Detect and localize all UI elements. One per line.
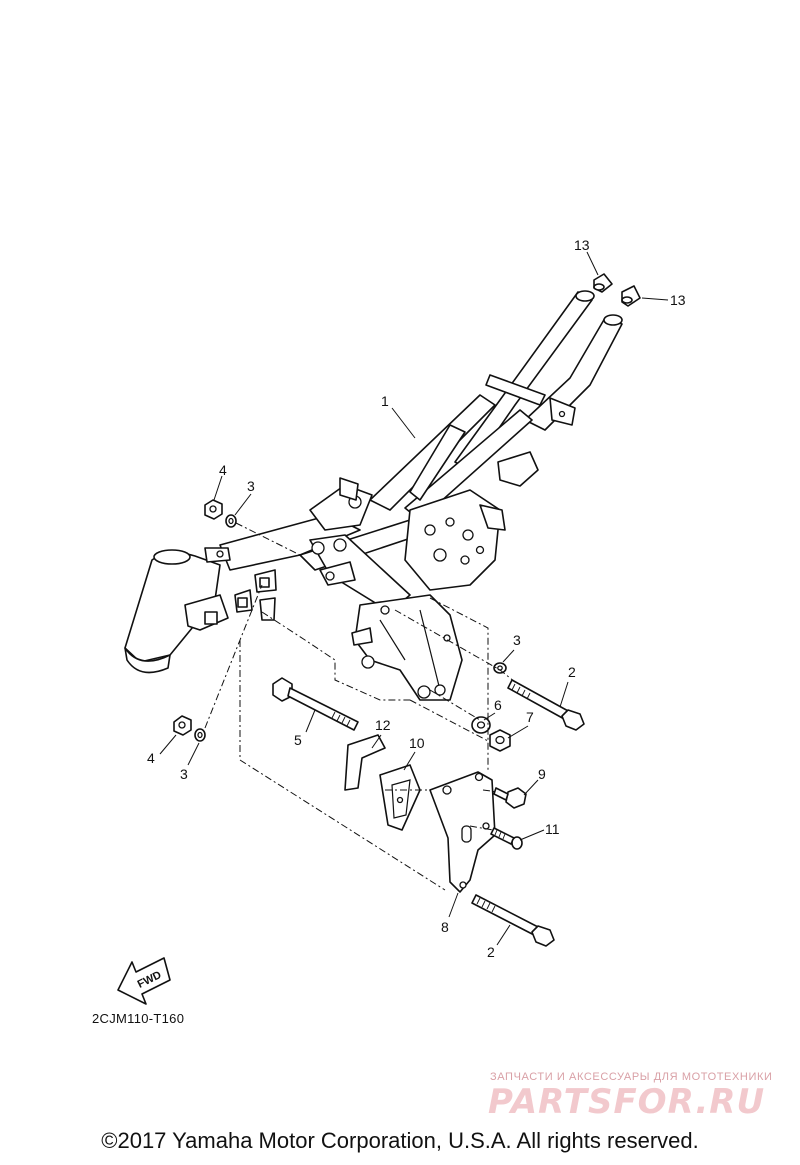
nut-4-upper[interactable] — [204, 499, 223, 520]
callout-3-right: 3 — [513, 632, 521, 648]
callout-3-upper: 3 — [247, 478, 255, 494]
mounting-plate-8[interactable] — [429, 771, 496, 893]
callout-13b: 13 — [670, 292, 686, 308]
watermark-logo: PARTSFOR.RU — [488, 1082, 766, 1122]
hose-12[interactable] — [344, 734, 386, 791]
callout-8: 8 — [441, 919, 449, 935]
callout-7: 7 — [526, 709, 534, 725]
bolt-5[interactable] — [272, 677, 359, 731]
callout-4-upper: 4 — [219, 462, 227, 478]
callout-5: 5 — [294, 732, 302, 748]
forward-direction-arrow: FWD — [117, 957, 171, 1005]
callout-3-lower: 3 — [180, 766, 188, 782]
bolt-2-upper[interactable] — [507, 679, 585, 731]
callout-6: 6 — [494, 697, 502, 713]
nut-7[interactable] — [489, 729, 511, 752]
bolt-2-lower[interactable] — [471, 894, 555, 947]
callout-labels: 13 13 1 4 3 3 2 6 7 5 12 10 9 11 4 3 8 2 — [147, 237, 686, 960]
callout-2-lower: 2 — [487, 944, 495, 960]
callout-4-lower: 4 — [147, 750, 155, 766]
frame-end-cap-13a[interactable] — [593, 273, 613, 293]
callout-13a: 13 — [574, 237, 590, 253]
callout-11: 11 — [545, 821, 560, 837]
leader-lines — [159, 251, 669, 946]
callout-2-upper: 2 — [568, 664, 576, 680]
callout-12: 12 — [375, 717, 391, 733]
bracket-cover-10[interactable] — [379, 764, 421, 831]
nut-4-lower[interactable] — [173, 715, 192, 736]
assembly-reference-lines — [204, 522, 516, 891]
washer-6[interactable] — [471, 716, 491, 734]
copyright-notice: ©2017 Yamaha Motor Corporation, U.S.A. A… — [101, 1128, 699, 1153]
bolt-9[interactable] — [493, 787, 527, 809]
watermark-tagline: ЗАПЧАСТИ И АКСЕССУАРЫ ДЛЯ МОТОТЕХНИКИ — [490, 1071, 773, 1083]
washer-3-lower[interactable] — [194, 728, 206, 742]
callout-1: 1 — [381, 393, 389, 409]
washer-3-upper[interactable] — [225, 514, 237, 528]
frame-end-cap-13b[interactable] — [621, 285, 641, 307]
frame-assembly[interactable] — [124, 290, 623, 701]
diagram-code: 2CJM110-T160 — [92, 1011, 185, 1026]
washer-3-right[interactable] — [493, 662, 507, 674]
screw-11[interactable] — [490, 827, 523, 850]
callout-9: 9 — [538, 766, 546, 782]
callout-10: 10 — [409, 735, 425, 751]
